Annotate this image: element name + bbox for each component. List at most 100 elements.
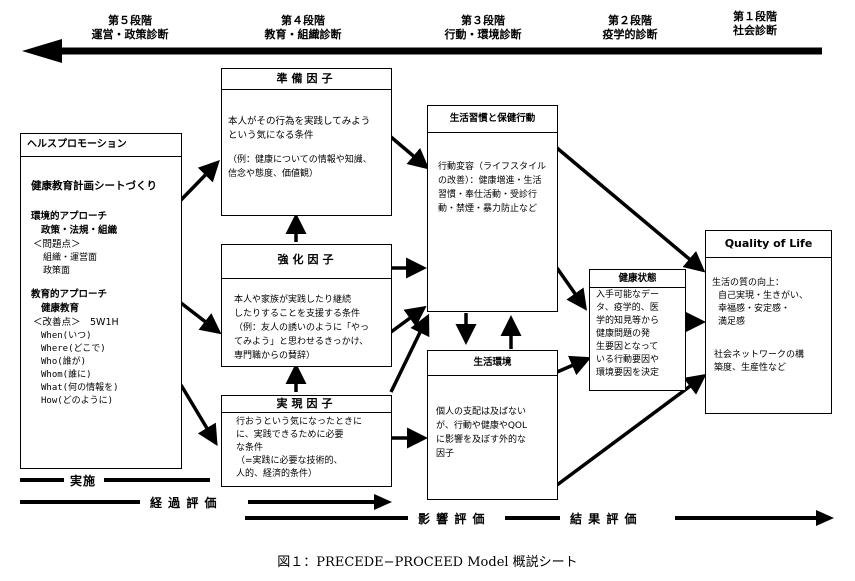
behavior-line-2: の改善）：健康増進・生活 [438,176,542,186]
predisposing-example-1: （例：健康についての情報や知識、 [228,155,372,165]
environment-line-4: 因子 [436,449,455,459]
env-approach-heading: 環境的アプローチ [31,211,108,222]
qol-line-3: 幸福感・安定感・ [718,304,791,314]
arrow-predisposing-to-behavior [389,135,430,170]
enabling-factors-box: 実現因子 行おうという気になったときに に、実践できるために必要 な条件 （=実… [221,395,392,487]
implementation-label: 実施 [70,474,97,488]
enabling-factors-title: 実現因子 [222,396,391,413]
arrow-hp-to-reinforcing [179,301,222,335]
reinforcing-line-5: 専門職からの賛辞） [234,351,316,361]
environment-line-2: が、行動や健康やQOL [436,421,528,431]
health-promotion-subtitle: 健康教育計画シートづくり [31,180,157,192]
stage-2-num: 第２段階 [608,14,652,27]
stage-3-name: 行動・環境診断 [444,28,522,41]
w-item-how: How(どのように) [41,396,114,406]
quality-of-life-box: Quality of Life 生活の質の向上： 自己実現・生きがい、 幸福感・… [705,230,832,414]
stage-2-name: 疫学的診断 [602,28,658,41]
reinforcing-factors-box: 強化因子 本人や家族が実践したり継続 したりすることを支援する条件 （例：友人の… [221,244,392,367]
arrow-hp-to-enabling [179,384,218,447]
edu-approach-items: 健康教育 [41,303,80,314]
behavior-line-1: 行動変容（ライフスタイル [438,162,547,172]
health-line-3: 学的知見等から [596,316,660,326]
enabling-line-3: な条件 [236,443,264,453]
health-promotion-box: ヘルスプロモーション 健康教育計画シートづくり 環境的アプローチ 政策・法規・組… [20,133,182,469]
reinforcing-line-4: てみよう」と思わせるきっかけ、 [234,337,369,347]
arrow-reinforcing-to-environment [389,305,427,334]
enabling-line-2: に、実践できるために必要 [236,430,344,440]
health-line-5: 生要因となって [596,342,659,352]
stage-3-num: 第３段階 [461,14,505,27]
reinforcing-line-2: したりすることを支援する条件 [234,309,361,319]
stage-1-name: 社会診断 [733,24,777,37]
stage-5-name: 運営・政策診断 [91,28,169,41]
process-eval-arrowhead [374,494,392,510]
w-item-when: When(いつ) [41,331,92,341]
stage-4-label: 第４段階 教育・組織診断 [248,14,358,42]
predisposing-line-1: 本人がその行為を実践してみよう [228,116,371,127]
improve-label: ＜改善点＞ 5W1H [33,317,119,328]
health-status-title: 健康状態 [590,270,685,288]
problem-item-2: 政策面 [43,266,71,276]
w-item-whom: Whom(誰に) [41,370,92,380]
arrow-environment-to-qol [555,373,707,487]
behavior-box: 生活習慣と保健行動 行動変容（ライフスタイル の改善）：健康増進・生活 習慣・奉… [427,105,558,312]
health-promotion-title: ヘルスプロモーション [21,134,181,157]
stage-5-label: 第５段階 運営・政策診断 [75,14,185,42]
w-item-what: What(何の情報を) [41,383,119,393]
qol-line-7: 築度、生産性など [714,363,787,373]
arrow-environment-to-health [556,355,592,376]
arrow-hp-to-predisposing [179,159,220,202]
enabling-line-4: （=実践に必要な技術的、 [236,456,343,466]
impact-evaluation-label: 影 響 評 価 [418,512,486,526]
predisposing-line-2: という気になる条件 [228,130,314,141]
process-evaluation-label: 経 過 評 価 [150,496,218,510]
reinforcing-divider [222,278,391,279]
predisposing-factors-title: 準備因子 [222,69,391,90]
stage-3-label: 第３段階 行動・環境診断 [428,14,538,42]
environment-line-1: 個人の支配は及ばない [436,407,527,417]
top-flow-arrowhead [22,39,62,63]
stage-1-num: 第１段階 [733,10,777,23]
health-line-6: いる行動要因や [596,355,660,365]
enabling-line-5: 人的、経済的条件） [236,469,318,479]
w-item-where: Where(どこで) [41,344,106,354]
predisposing-example-2: 信念や態度、価値観） [228,169,319,179]
qol-line-6: 社会ネットワークの構 [714,350,805,360]
arrow-enabling-to-behavior [389,313,430,393]
w-item-who: Who(誰が) [41,357,87,367]
health-line-2: タ、疫学的、医 [596,303,659,313]
reinforcing-line-1: 本人や家族が実践したり継続 [234,295,352,305]
health-line-7: 環境要因を決定 [596,368,660,378]
stage-2-label: 第２段階 疫学的診断 [580,14,680,42]
problem-label: ＜問題点＞ [33,239,81,250]
problem-item-1: 組織・運営面 [43,253,98,263]
health-line-1: 入手可能なデー [596,290,660,300]
environment-box: 生活環境 個人の支配は及ばない が、行動や健康やQOL に影響を及ぼす外的な 因… [427,350,558,500]
stage-4-num: 第４段階 [281,14,325,27]
quality-of-life-title: Quality of Life [706,231,831,258]
outcome-evaluation-label: 結 果 評 価 [570,512,638,526]
behavior-line-4: 動・禁煙・暴力防止など [438,204,538,214]
reinforcing-factors-title: 強化因子 [277,253,338,266]
edu-approach-heading: 教育的アプローチ [31,289,108,300]
stage-1-label: 第１段階 社会診断 [710,10,800,38]
stage-5-num: 第５段階 [108,14,152,27]
reinforcing-line-3: （例：友人の誘いのように「やっ [234,323,370,333]
qol-line-4: 満足感 [718,317,746,327]
arrow-behavior-to-qol [555,146,706,273]
figure-caption: 図１：PRECEDE−PROCEED Model 概説シート [277,555,578,570]
environment-line-3: に影響を及ぼす外的な [436,435,527,445]
health-line-4: 健康問題の発 [596,329,651,339]
stage-4-name: 教育・組織診断 [264,28,342,41]
enabling-line-1: 行おうという気になったときに [236,417,363,427]
outcome-eval-arrowhead [816,510,834,526]
environment-title: 生活環境 [428,351,557,376]
arrow-behavior-to-health [555,266,588,311]
qol-line-2: 自己実現・生きがい、 [718,291,809,301]
health-status-box: 健康状態 入手可能なデー タ、疫学的、医 学的知見等から 健康問題の発 生要因と… [589,269,686,391]
env-approach-items: 政策・法規・組織 [41,225,118,236]
behavior-title: 生活習慣と保健行動 [428,106,557,133]
predisposing-factors-box: 準備因子 本人がその行為を実践してみよう という気になる条件 （例：健康について… [221,68,392,216]
behavior-line-3: 習慣・奉仕活動・受診行 [438,190,538,200]
